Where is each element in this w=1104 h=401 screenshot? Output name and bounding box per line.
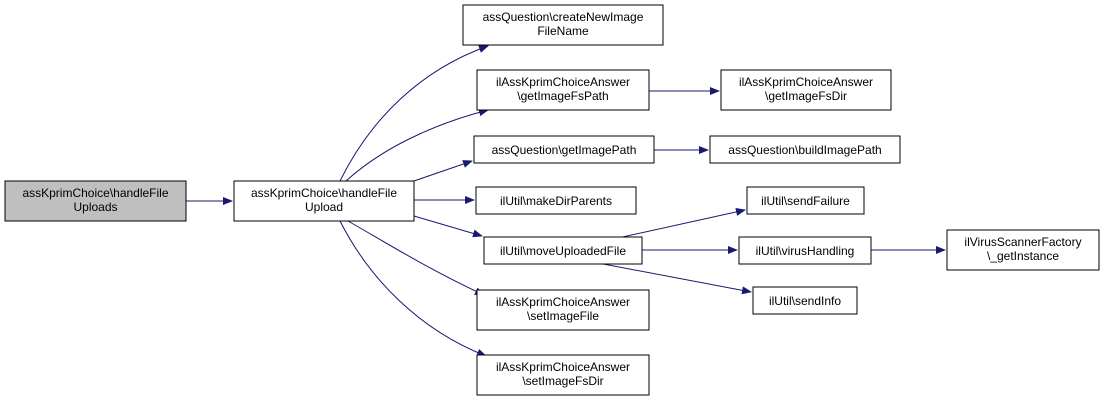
node-get-image-fs-path[interactable]: ilAssKprimChoiceAnswer \getImageFsPath (476, 69, 650, 111)
node-get-image-fs-dir[interactable]: ilAssKprimChoiceAnswer \getImageFsDir (720, 69, 892, 111)
edge-move-uploaded-file-to-send-info (597, 262, 752, 295)
node-make-dir-parents[interactable]: ilUtil\makeDirParents (475, 186, 637, 215)
node-get-image-path[interactable]: assQuestion\getImagePath (473, 135, 655, 164)
node-get-image-fs-dir-line2: \getImageFsDir (765, 89, 847, 103)
node-create-new-image-filename-line2: FileName (537, 24, 589, 38)
node-build-image-path-line1: assQuestion\buildImagePath (728, 143, 881, 157)
node-virus-scanner-factory[interactable]: ilVirusScannerFactory \_getInstance (946, 229, 1100, 271)
node-get-image-fs-path-line2: \getImageFsPath (517, 89, 608, 103)
node-virus-scanner-factory-line1: ilVirusScannerFactory (964, 235, 1081, 249)
node-move-uploaded-file[interactable]: ilUtil\moveUploadedFile (483, 236, 643, 265)
node-virus-scanner-factory-line2: \_getInstance (987, 249, 1059, 263)
node-root[interactable]: assKprimChoice\handleFile Uploads (4, 180, 187, 222)
node-handle-upload-line1: assKprimChoice\handleFile (251, 186, 397, 200)
edges (186, 45, 946, 357)
node-set-image-fs-dir-line2: \setImageFsDir (522, 374, 603, 388)
edge-handle-upload-to-set-image-file (347, 220, 485, 296)
node-get-image-fs-path-line1: ilAssKprimChoiceAnswer (496, 75, 630, 89)
edge-handle-upload-to-get-image-path (413, 160, 473, 182)
node-handle-upload-line2: Upload (305, 200, 343, 214)
node-handle-upload[interactable]: assKprimChoice\handleFile Upload (233, 180, 415, 222)
node-make-dir-parents-line1: ilUtil\makeDirParents (500, 194, 612, 208)
node-send-failure-line1: ilUtil\sendFailure (761, 194, 850, 208)
node-create-new-image-filename[interactable]: assQuestion\createNewImage FileName (462, 4, 664, 46)
node-build-image-path[interactable]: assQuestion\buildImagePath (709, 135, 901, 164)
node-root-line1: assKprimChoice\handleFile (22, 186, 168, 200)
node-move-uploaded-file-line1: ilUtil\moveUploadedFile (500, 244, 626, 258)
node-virus-handling[interactable]: ilUtil\virusHandling (738, 236, 872, 265)
node-set-image-file-line2: \setImageFile (527, 309, 599, 323)
node-get-image-fs-dir-line1: ilAssKprimChoiceAnswer (739, 75, 873, 89)
node-root-line2: Uploads (73, 200, 117, 214)
node-set-image-fs-dir[interactable]: ilAssKprimChoiceAnswer \setImageFsDir (476, 354, 650, 396)
edge-handle-upload-to-get-image-fs-path (345, 108, 489, 182)
node-send-info[interactable]: ilUtil\sendInfo (752, 286, 858, 315)
node-set-image-fs-dir-line1: ilAssKprimChoiceAnswer (496, 360, 630, 374)
node-set-image-file[interactable]: ilAssKprimChoiceAnswer \setImageFile (476, 289, 650, 331)
edge-handle-upload-to-create-new-image-filename (339, 45, 489, 182)
edge-handle-upload-to-set-image-fs-dir (339, 220, 487, 357)
node-create-new-image-filename-line1: assQuestion\createNewImage (483, 10, 644, 24)
node-send-info-line1: ilUtil\sendInfo (769, 294, 841, 308)
edge-move-uploaded-file-to-send-failure (617, 208, 746, 239)
node-get-image-path-line1: assQuestion\getImagePath (492, 143, 637, 157)
node-send-failure[interactable]: ilUtil\sendFailure (746, 186, 865, 215)
node-virus-handling-line1: ilUtil\virusHandling (756, 244, 855, 258)
edge-handle-upload-to-move-uploaded-file (413, 215, 483, 238)
node-set-image-file-line1: ilAssKprimChoiceAnswer (496, 295, 630, 309)
